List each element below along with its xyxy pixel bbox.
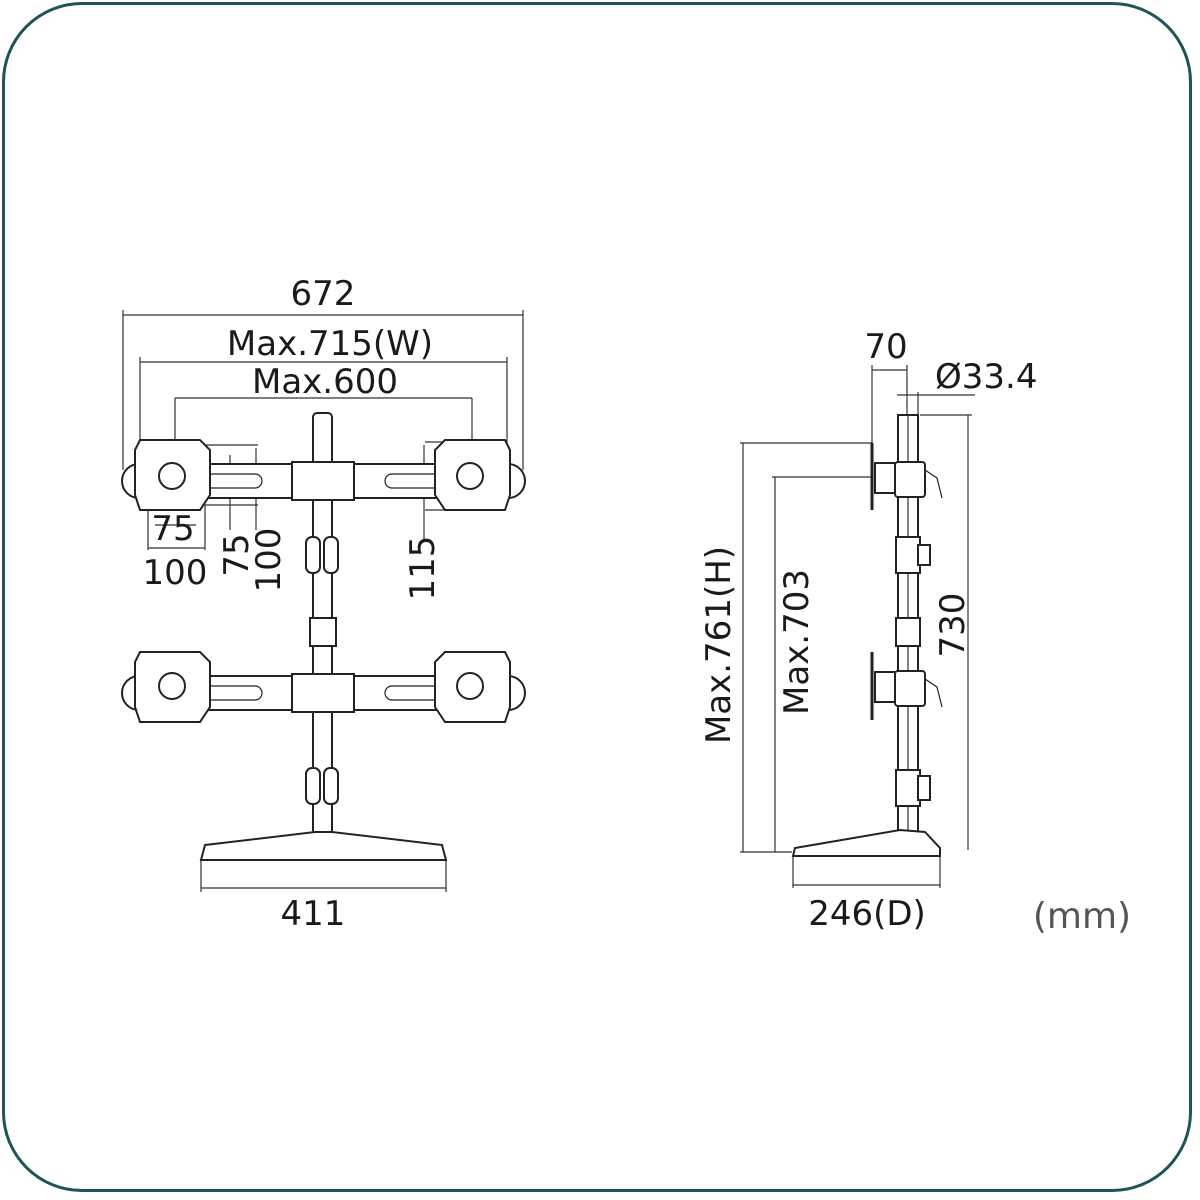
lower-arm [121,651,526,723]
label-pole-height: 730 [933,593,973,658]
unit-label: (mm) [1033,896,1131,937]
pole-clip [895,536,921,574]
lower-mount [870,652,943,720]
label-base-depth: 246(D) [808,894,926,934]
pole-clip [305,767,321,805]
label-overall-width: 672 [291,274,356,314]
dimension-lines [740,365,975,888]
pole-clip [305,536,321,574]
pole-clip [323,767,339,805]
label-vesa-v-75: 75 [217,533,257,576]
upper-arm [121,439,526,511]
clip-tab [917,775,931,801]
front-view: 672 Max.715(W) Max.600 75 100 75 100 115… [121,274,526,934]
clip-tab [917,544,931,566]
dimension-lines [122,310,524,892]
pole-clip [895,769,921,807]
side-view: 70 Ø33.4 Max.761(H) Max.703 730 246(D) [699,327,1037,934]
label-max-width: Max.715(W) [227,324,433,364]
base [791,828,941,857]
upper-mount [870,443,943,510]
label-max-mount-height: Max.703 [777,569,817,715]
label-pole-offset: 70 [864,327,907,367]
label-max-height: Max.761(H) [699,546,739,744]
label-plate-height: 115 [403,536,443,601]
pole-clip [323,536,339,574]
label-max-span: Max.600 [252,362,398,402]
label-vesa-v-100: 100 [249,528,289,593]
label-vesa-h-75: 75 [151,509,194,549]
label-base-width: 411 [281,894,346,934]
base [199,831,448,861]
label-pole-diameter: Ø33.4 [935,357,1037,397]
label-vesa-h-100: 100 [143,553,208,593]
pole-collar [309,617,337,647]
pole-collar [895,617,921,647]
